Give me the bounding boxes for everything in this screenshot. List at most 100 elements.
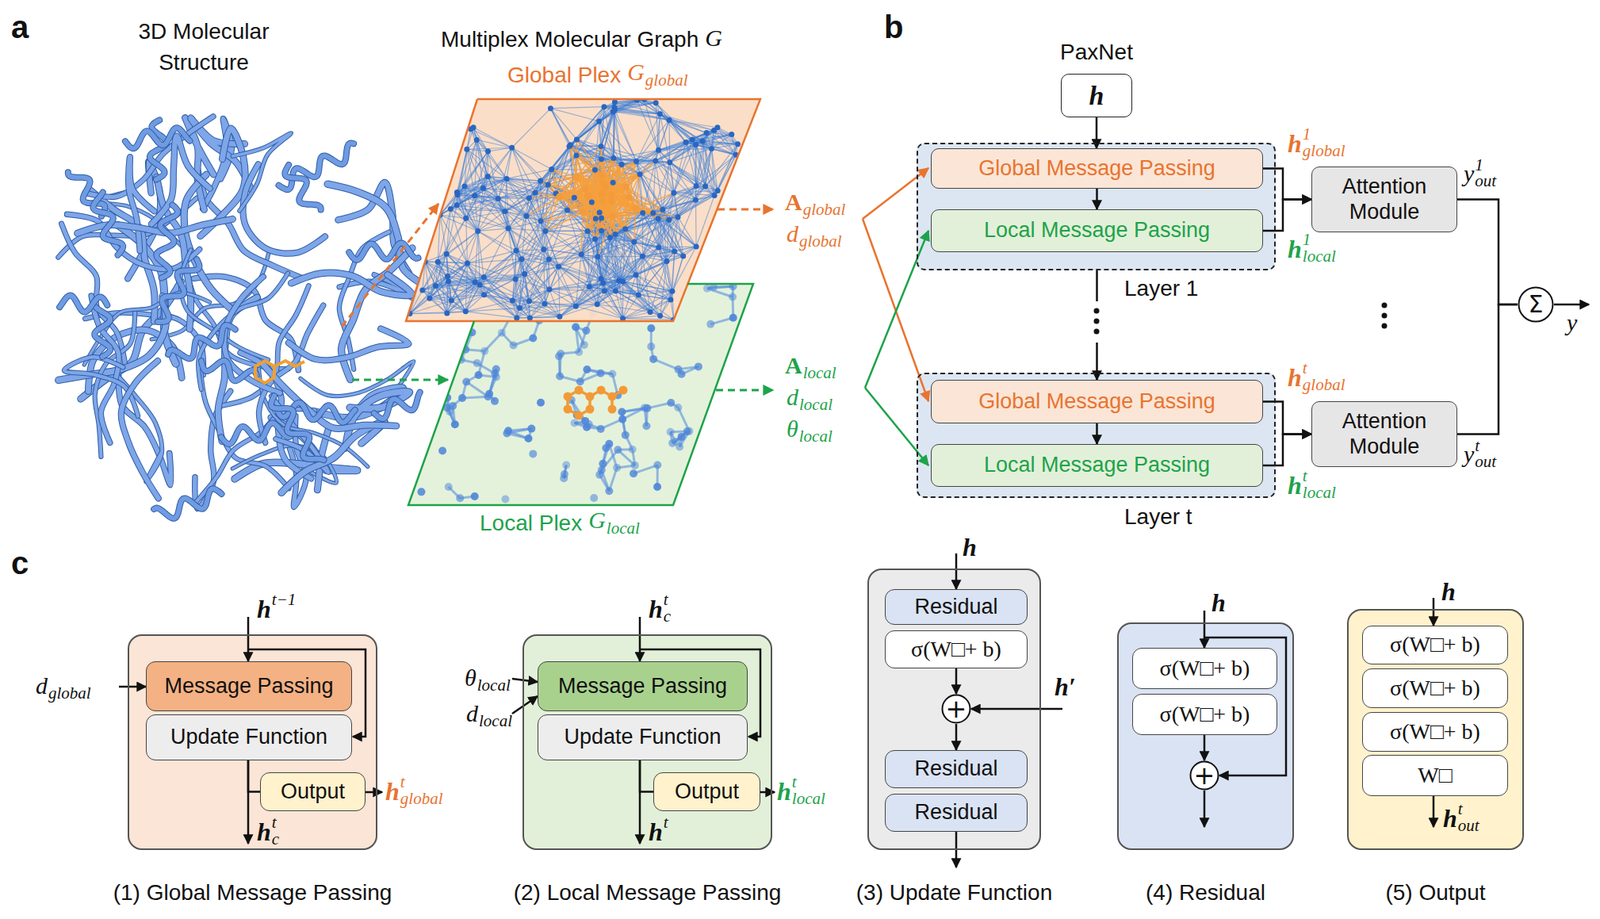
ribbon bbox=[121, 360, 159, 498]
edge-line bbox=[508, 228, 549, 260]
edge-line bbox=[658, 119, 670, 150]
edge-line bbox=[446, 253, 448, 276]
edge-line bbox=[506, 178, 529, 198]
atom bbox=[581, 417, 590, 425]
helix bbox=[374, 392, 421, 420]
panel-fill bbox=[1347, 608, 1524, 850]
edge-line bbox=[642, 256, 672, 291]
edge-line bbox=[484, 294, 517, 318]
helix bbox=[168, 325, 236, 359]
edge-line bbox=[674, 199, 697, 252]
atom bbox=[601, 444, 610, 452]
edge-line bbox=[447, 282, 475, 314]
edge-line bbox=[658, 114, 661, 151]
edge-line bbox=[587, 230, 590, 287]
edge-line bbox=[692, 139, 705, 187]
helix bbox=[125, 127, 190, 149]
edge-line bbox=[437, 230, 479, 262]
edge-line bbox=[658, 218, 660, 248]
edge-line bbox=[508, 198, 529, 229]
edge-line bbox=[711, 144, 738, 150]
edge-line bbox=[524, 274, 550, 291]
atom bbox=[618, 415, 627, 424]
atom bbox=[608, 392, 617, 402]
helix bbox=[156, 204, 178, 278]
ribbon bbox=[64, 356, 138, 416]
edge-line bbox=[515, 279, 550, 290]
edge-line bbox=[717, 127, 739, 145]
illustration bbox=[57, 96, 761, 519]
edge-line bbox=[474, 279, 516, 283]
edge-line bbox=[612, 111, 670, 121]
edge-line bbox=[457, 176, 488, 196]
edge-line bbox=[550, 107, 604, 109]
edge-line bbox=[409, 275, 448, 314]
edge-line bbox=[549, 266, 559, 290]
ribbon bbox=[64, 356, 138, 416]
atom bbox=[524, 434, 533, 443]
atom bbox=[677, 432, 686, 441]
panel-fill bbox=[916, 372, 1276, 498]
edge-line bbox=[711, 148, 715, 196]
atom bbox=[527, 424, 536, 433]
edge-line bbox=[549, 287, 590, 291]
atom bbox=[574, 386, 584, 395]
edge-line bbox=[636, 99, 659, 150]
edge-line bbox=[589, 287, 623, 319]
atom bbox=[653, 461, 662, 470]
edge-line bbox=[642, 256, 651, 312]
atom bbox=[480, 347, 489, 356]
edge-line bbox=[548, 259, 551, 290]
atom bbox=[473, 359, 482, 368]
atom bbox=[598, 459, 607, 468]
ribbon bbox=[290, 272, 413, 296]
ribbon bbox=[259, 368, 368, 467]
edge-line bbox=[601, 111, 614, 160]
edge-line bbox=[658, 247, 673, 291]
ribbon bbox=[128, 156, 155, 251]
atom bbox=[455, 493, 464, 502]
edge-line bbox=[515, 279, 545, 304]
edge-line bbox=[474, 274, 525, 283]
edge-line bbox=[615, 290, 673, 291]
atom bbox=[608, 405, 617, 414]
atom bbox=[560, 470, 569, 479]
edge-line bbox=[545, 230, 588, 232]
atom bbox=[646, 342, 655, 351]
edge-line bbox=[672, 251, 675, 291]
edge-line bbox=[540, 145, 571, 181]
edge-line bbox=[623, 229, 626, 282]
edge-line bbox=[549, 289, 560, 317]
edge-line bbox=[470, 129, 488, 177]
atom bbox=[674, 365, 683, 374]
edge-line bbox=[528, 198, 546, 232]
edge-line bbox=[643, 99, 659, 151]
helix bbox=[221, 422, 293, 445]
edge-line bbox=[622, 281, 624, 319]
edge-line bbox=[446, 253, 484, 295]
edge-line bbox=[512, 279, 516, 301]
atom bbox=[485, 390, 494, 399]
edge-line bbox=[695, 148, 712, 200]
atom bbox=[675, 443, 684, 452]
helix bbox=[94, 306, 111, 357]
edge-line bbox=[658, 139, 693, 150]
atom bbox=[470, 492, 479, 501]
edge-line bbox=[589, 237, 610, 287]
panel-fill bbox=[127, 634, 378, 850]
helix bbox=[284, 164, 321, 211]
edge-line bbox=[642, 247, 659, 257]
atom bbox=[536, 398, 545, 407]
edge-line bbox=[483, 276, 520, 308]
edge-line bbox=[450, 208, 478, 231]
edge-line bbox=[478, 230, 484, 277]
helix bbox=[348, 242, 418, 260]
edge-line bbox=[474, 230, 479, 282]
atom bbox=[585, 405, 595, 414]
helix bbox=[348, 242, 418, 260]
edge-line bbox=[662, 185, 697, 210]
ribbon bbox=[77, 218, 234, 234]
helix bbox=[94, 306, 111, 357]
helix bbox=[157, 259, 200, 322]
edge-line bbox=[655, 160, 663, 211]
